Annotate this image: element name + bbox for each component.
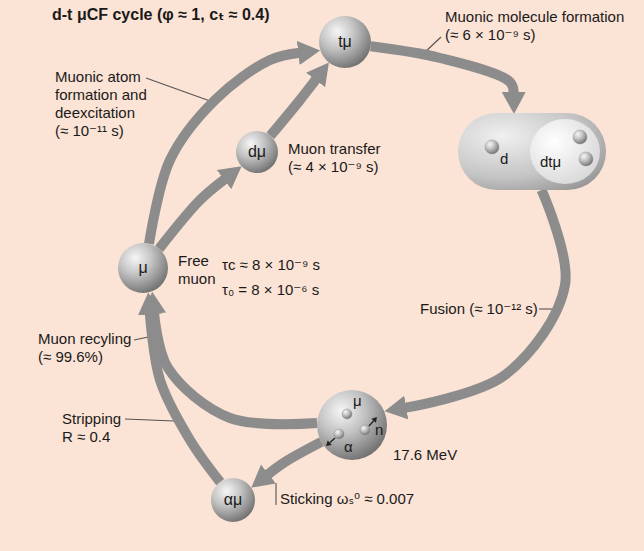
text-slot: dtμ — [540, 153, 561, 171]
molecule-core — [530, 119, 600, 184]
text-slot: Muonic atom formation and deexcitation (… — [55, 68, 150, 140]
cycle-arrow — [267, 442, 321, 475]
leader-line — [146, 78, 210, 101]
node-label: d — [500, 150, 508, 168]
particle-arrow — [330, 438, 335, 443]
node-note: dtμ — [540, 153, 561, 171]
step-label: Stripping R ≈ 0.4 — [62, 410, 128, 446]
cycle-arrow — [371, 46, 514, 94]
muonic-atom-sphere: dμ — [236, 131, 278, 173]
particle-sphere — [360, 425, 370, 435]
time-constant: τc ≈ 8 × 10⁻⁹ s — [222, 256, 320, 274]
node-label: μ — [138, 259, 147, 277]
muonic-atom-sphere: αμ — [211, 478, 255, 522]
cycle-arrow — [154, 312, 317, 424]
text-slot: 17.6 MeV — [393, 446, 457, 464]
node-label: tμ — [338, 33, 352, 51]
free-muon-sphere: μFree muon — [118, 243, 168, 293]
cycle-arrow — [150, 312, 220, 482]
text-slot: τ₀ = 8 × 10⁻⁶ s — [222, 281, 319, 299]
node-note: α — [344, 438, 353, 456]
text-slot: μ — [118, 243, 168, 293]
sphere — [319, 16, 371, 68]
cycle-arrow — [270, 78, 316, 135]
node-note: 17.6 MeV — [393, 446, 457, 464]
particle-sphere — [485, 140, 499, 154]
molecule-outline — [458, 113, 606, 190]
text-slot: d-t μCF cycle (φ ≈ 1, cₜ ≈ 0.4) — [52, 6, 270, 24]
step-label: Muonic molecule formation (≈ 6 × 10⁻⁹ s) — [445, 8, 635, 44]
muonic-atom-sphere: tμ — [319, 16, 371, 68]
particle-sphere — [573, 130, 587, 144]
cycle-arrow — [149, 53, 300, 244]
step-label: Muonic atom formation and deexcitation (… — [55, 68, 150, 140]
text-slot: Muonic molecule formation (≈ 6 × 10⁻⁹ s) — [445, 8, 635, 44]
particle-arrow — [369, 421, 374, 426]
sphere — [317, 390, 387, 460]
text-slot: d — [500, 150, 508, 168]
step-label: Muon recyling (≈ 99.6%) — [38, 330, 134, 366]
cycle-arrow — [404, 190, 565, 408]
cycle-arrow — [159, 178, 226, 248]
leader-line — [275, 483, 276, 505]
text-slot: tμ — [319, 16, 371, 68]
node-note: n — [375, 421, 383, 439]
text-slot: μ — [353, 392, 362, 410]
particle-sphere — [334, 429, 344, 439]
connectors — [149, 46, 566, 482]
text-slot: Fusion (≈ 10⁻¹² s) — [420, 300, 538, 318]
node-note: Free muon — [178, 252, 226, 288]
leader-lines — [125, 37, 554, 505]
sphere — [236, 131, 278, 173]
step-label: Sticking ωₛ⁰ ≈ 0.007 — [280, 490, 414, 508]
text-slot: τc ≈ 8 × 10⁻⁹ s — [222, 256, 320, 274]
text-slot: Sticking ωₛ⁰ ≈ 0.007 — [280, 490, 414, 508]
text-slot: Free muon — [178, 252, 226, 288]
fusion-sphere: μnα17.6 MeV — [317, 390, 387, 460]
text-slot: Muon transfer (≈ 4 × 10⁻⁹ s) — [288, 140, 388, 176]
step-label: Fusion (≈ 10⁻¹² s) — [420, 300, 538, 318]
text-slot: n — [375, 421, 383, 439]
sphere — [211, 478, 255, 522]
particle-arrow-head — [326, 440, 332, 446]
particle-sphere — [342, 409, 352, 419]
diagram-title: d-t μCF cycle (φ ≈ 1, cₜ ≈ 0.4) — [52, 6, 270, 24]
particle-sphere — [579, 152, 593, 166]
sphere — [118, 243, 168, 293]
node-label: αμ — [224, 491, 242, 509]
text-slot: dμ — [236, 131, 278, 173]
muonic-molecule-shape: d dtμ — [458, 113, 606, 190]
text-slot: Muon recyling (≈ 99.6%) — [38, 330, 134, 366]
leader-line — [125, 419, 174, 421]
time-constant: τ₀ = 8 × 10⁻⁶ s — [222, 281, 319, 299]
text-slot: αμ — [211, 478, 255, 522]
node-label: dμ — [248, 143, 266, 161]
text-slot: Stripping R ≈ 0.4 — [62, 410, 128, 446]
node-label: μ — [353, 392, 362, 410]
step-label: Muon transfer (≈ 4 × 10⁻⁹ s) — [288, 140, 388, 176]
node-shape — [458, 113, 606, 190]
text-slot: α — [344, 438, 353, 456]
